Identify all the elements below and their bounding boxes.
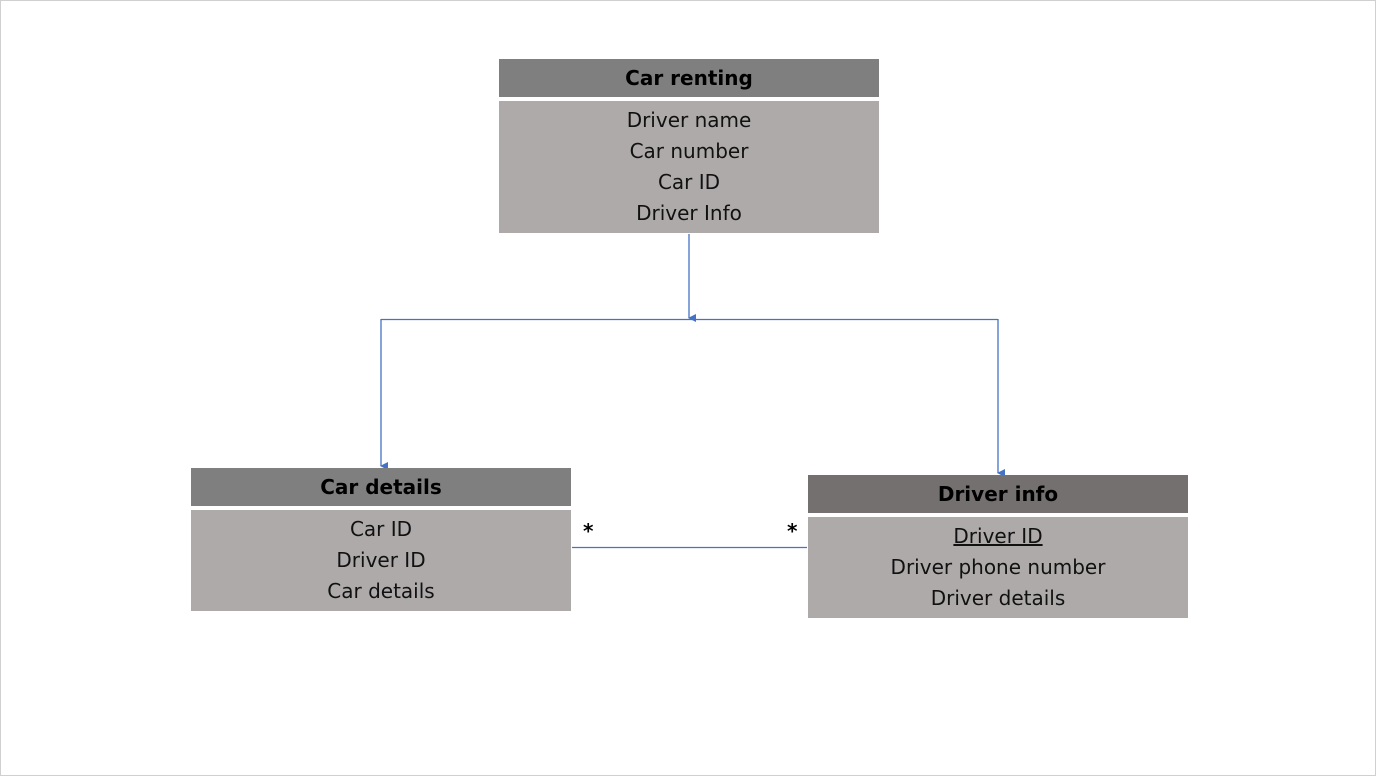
attribute: Driver phone number: [890, 555, 1106, 579]
attribute: Driver details: [930, 586, 1066, 610]
attribute: Driver name: [626, 108, 752, 132]
multiplicity-driver-info: *: [787, 519, 798, 543]
attribute: Car details: [327, 579, 435, 603]
primary-key-attribute: Driver ID: [953, 524, 1043, 548]
entity-header: Car renting: [499, 59, 879, 97]
entity-attributes: Driver ID Driver phone number Driver det…: [808, 517, 1188, 618]
entity-attributes: Driver name Car number Car ID Driver Inf…: [499, 101, 879, 233]
entity-divider: [191, 506, 571, 510]
attribute: Car ID: [657, 170, 721, 194]
entity-driver-info[interactable]: Driver info Driver ID Driver phone numbe…: [808, 475, 1188, 618]
entity-header: Car details: [191, 468, 571, 506]
attribute: Car ID: [349, 517, 413, 541]
attribute: Driver ID: [336, 548, 426, 572]
multiplicity-car-details: *: [583, 519, 594, 543]
entity-car-details[interactable]: Car details Car ID Driver ID Car details: [191, 468, 571, 611]
attribute: Driver Info: [636, 201, 742, 225]
attribute: Car number: [629, 139, 749, 163]
entity-divider: [499, 97, 879, 101]
entity-car-renting[interactable]: Car renting Driver name Car number Car I…: [499, 59, 879, 233]
entity-header: Driver info: [808, 475, 1188, 513]
entity-divider: [808, 513, 1188, 517]
entity-attributes: Car ID Driver ID Car details: [191, 510, 571, 611]
